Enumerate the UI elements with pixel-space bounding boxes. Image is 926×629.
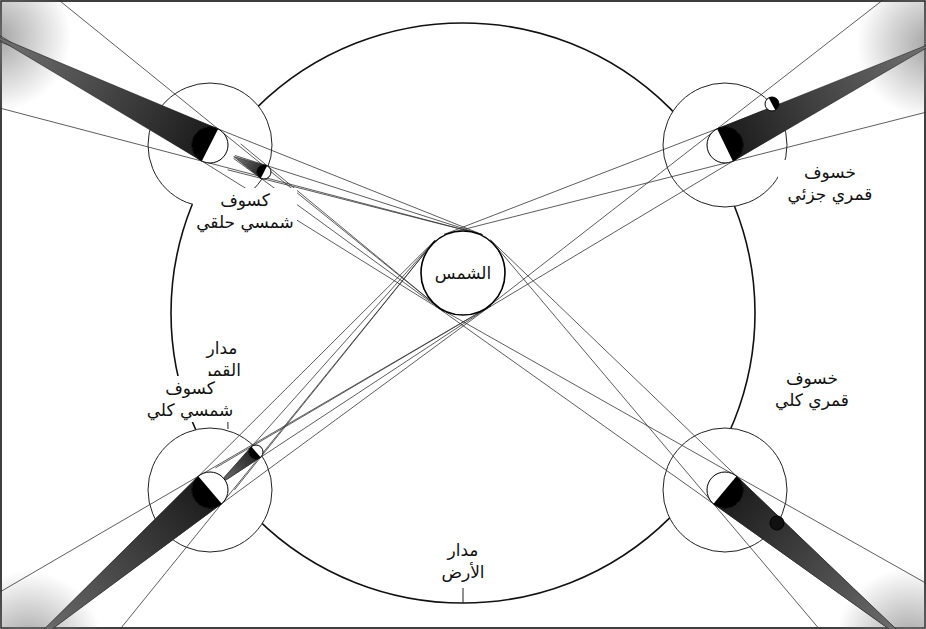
earth <box>707 127 743 163</box>
moon <box>249 445 263 459</box>
moon <box>257 165 271 179</box>
umbra-cone <box>234 157 267 179</box>
earth-night-side <box>714 476 743 508</box>
umbra-cone <box>717 40 926 162</box>
caption-label: كسوف شمسي كلي <box>142 376 238 422</box>
light-ray <box>436 306 926 629</box>
light-ray <box>224 240 435 477</box>
moon-night-side <box>769 97 779 110</box>
umbra-cone <box>0 32 218 161</box>
earth-night-side <box>717 127 743 161</box>
moon <box>765 97 779 111</box>
light-ray <box>234 240 434 489</box>
sun-circle: الشمس <box>420 230 506 316</box>
moon <box>770 516 784 530</box>
light-ray <box>0 0 482 235</box>
earth <box>192 472 228 508</box>
sun-label: الشمس <box>435 263 492 283</box>
moon-night-side <box>249 447 261 459</box>
light-ray <box>0 0 444 311</box>
caption-label: خسوف قمري كلي <box>764 366 860 412</box>
light-ray <box>436 306 926 629</box>
light-ray <box>0 306 491 629</box>
light-ray <box>444 0 926 234</box>
light-ray <box>0 0 482 235</box>
light-ray <box>233 158 443 311</box>
earth <box>192 127 228 163</box>
light-ray <box>0 240 435 629</box>
light-ray <box>490 240 926 629</box>
umbra-cone <box>714 476 918 629</box>
sun-disc <box>421 231 505 315</box>
caption-label: مدار الأرض <box>434 538 492 584</box>
leader-line <box>463 588 464 603</box>
light-ray <box>0 0 444 311</box>
moon-orbit <box>663 83 787 207</box>
earth <box>707 472 743 508</box>
light-ray <box>490 240 926 629</box>
caption-label: خسوف قمري جزئي <box>778 160 882 206</box>
light-ray <box>215 306 491 468</box>
light-ray <box>0 240 435 629</box>
moon-night-side <box>257 165 267 178</box>
light-ray <box>226 306 491 481</box>
light-ray <box>482 0 926 312</box>
light-ray <box>0 306 491 629</box>
earth-night-side <box>192 476 222 508</box>
light-ray <box>482 0 926 312</box>
umbra-cone <box>20 476 221 629</box>
caption-label: كسوف شمسي حلقي <box>193 188 297 234</box>
earth-night-side <box>192 127 218 161</box>
light-ray <box>444 0 926 234</box>
